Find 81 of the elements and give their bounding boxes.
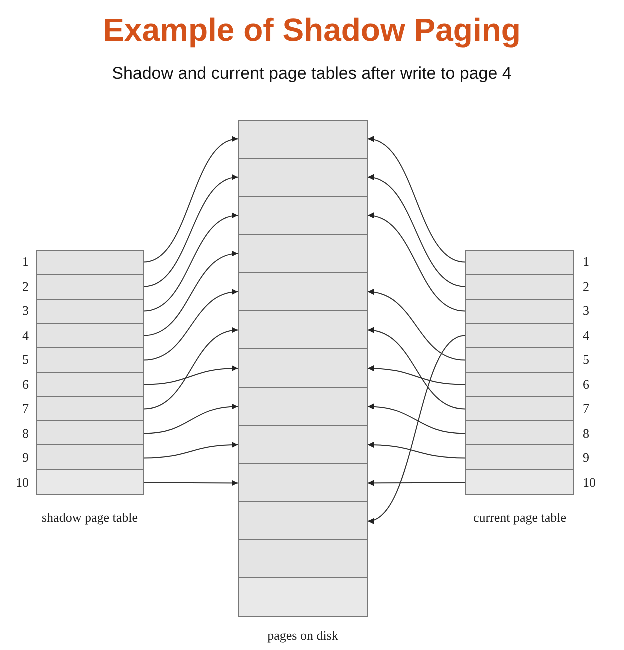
table-entry bbox=[37, 275, 143, 300]
disk-page-slot bbox=[239, 388, 367, 426]
arrow bbox=[368, 366, 466, 386]
entry-number: 9 bbox=[583, 451, 590, 464]
arrow bbox=[144, 404, 238, 434]
table-caption: current page table bbox=[473, 511, 567, 524]
table-entry bbox=[37, 470, 143, 494]
entry-number: 2 bbox=[22, 280, 29, 293]
table-entry bbox=[466, 324, 573, 348]
entry-number: 7 bbox=[22, 402, 29, 416]
arrow bbox=[144, 176, 238, 288]
disk-page-slot bbox=[239, 159, 367, 197]
disk-page-slot bbox=[239, 578, 367, 616]
entry-number: 4 bbox=[22, 328, 29, 342]
disk-page-slot bbox=[239, 464, 367, 502]
arrow bbox=[368, 480, 466, 486]
entry-number: 2 bbox=[583, 280, 590, 293]
arrow bbox=[368, 290, 466, 361]
disk-page-slot bbox=[239, 273, 367, 311]
page-table-box bbox=[465, 250, 574, 495]
disk-page-slot bbox=[239, 121, 367, 159]
table-entry bbox=[37, 373, 143, 397]
arrow bbox=[144, 214, 238, 312]
entry-number: 5 bbox=[22, 353, 29, 366]
entry-number: 6 bbox=[22, 378, 29, 391]
arrow bbox=[144, 138, 238, 263]
table-entry bbox=[466, 397, 573, 421]
disk-pages-box bbox=[238, 120, 368, 617]
table-entry bbox=[466, 421, 573, 445]
arrow bbox=[144, 480, 238, 486]
arrow bbox=[368, 442, 466, 459]
table-entry bbox=[37, 348, 143, 373]
table-entry bbox=[466, 348, 573, 373]
arrow bbox=[368, 176, 466, 288]
arrow bbox=[144, 290, 238, 361]
entry-number: 1 bbox=[22, 255, 29, 268]
table-entry bbox=[37, 421, 143, 445]
entry-number: 7 bbox=[583, 402, 590, 416]
table-entry bbox=[466, 275, 573, 300]
disk-page-slot bbox=[239, 311, 367, 349]
arrow bbox=[368, 328, 466, 410]
entry-number: 3 bbox=[583, 304, 590, 318]
entry-number: 10 bbox=[583, 476, 596, 489]
arrow bbox=[368, 404, 466, 434]
entry-number: 8 bbox=[583, 426, 590, 440]
title: Example of Shadow Paging bbox=[102, 12, 522, 49]
table-entry bbox=[466, 373, 573, 397]
page-table-box bbox=[36, 250, 144, 495]
table-entry bbox=[37, 324, 143, 348]
disk-page-slot bbox=[239, 197, 367, 235]
disk-page-slot bbox=[239, 502, 367, 540]
table-entry bbox=[37, 445, 143, 470]
table-entry bbox=[466, 470, 573, 494]
entry-number: 10 bbox=[16, 476, 29, 489]
table-caption: pages on disk bbox=[268, 629, 338, 642]
entry-number: 6 bbox=[583, 378, 590, 391]
arrow bbox=[368, 335, 466, 522]
arrow bbox=[368, 137, 466, 263]
table-entry bbox=[37, 251, 143, 275]
disk-page-slot bbox=[239, 426, 367, 464]
disk-page-slot bbox=[239, 349, 367, 388]
table-caption: shadow page table bbox=[42, 511, 138, 524]
arrow bbox=[144, 442, 238, 459]
entry-number: 8 bbox=[22, 426, 29, 440]
entry-number: 9 bbox=[22, 451, 29, 464]
disk-page-slot bbox=[239, 540, 367, 578]
arrow bbox=[144, 328, 238, 410]
subtitle: Shadow and current page tables after write to page 4 bbox=[111, 64, 513, 84]
arrow bbox=[144, 366, 238, 386]
entry-number: 3 bbox=[22, 304, 29, 318]
disk-page-slot bbox=[239, 235, 367, 273]
table-entry bbox=[466, 445, 573, 470]
entry-number: 1 bbox=[583, 255, 590, 268]
entry-number: 5 bbox=[583, 353, 590, 366]
table-entry bbox=[466, 300, 573, 324]
entry-number: 4 bbox=[583, 328, 590, 342]
table-entry bbox=[37, 397, 143, 421]
table-entry bbox=[37, 300, 143, 324]
arrow bbox=[368, 214, 466, 312]
arrow bbox=[144, 252, 238, 336]
table-entry bbox=[466, 251, 573, 275]
